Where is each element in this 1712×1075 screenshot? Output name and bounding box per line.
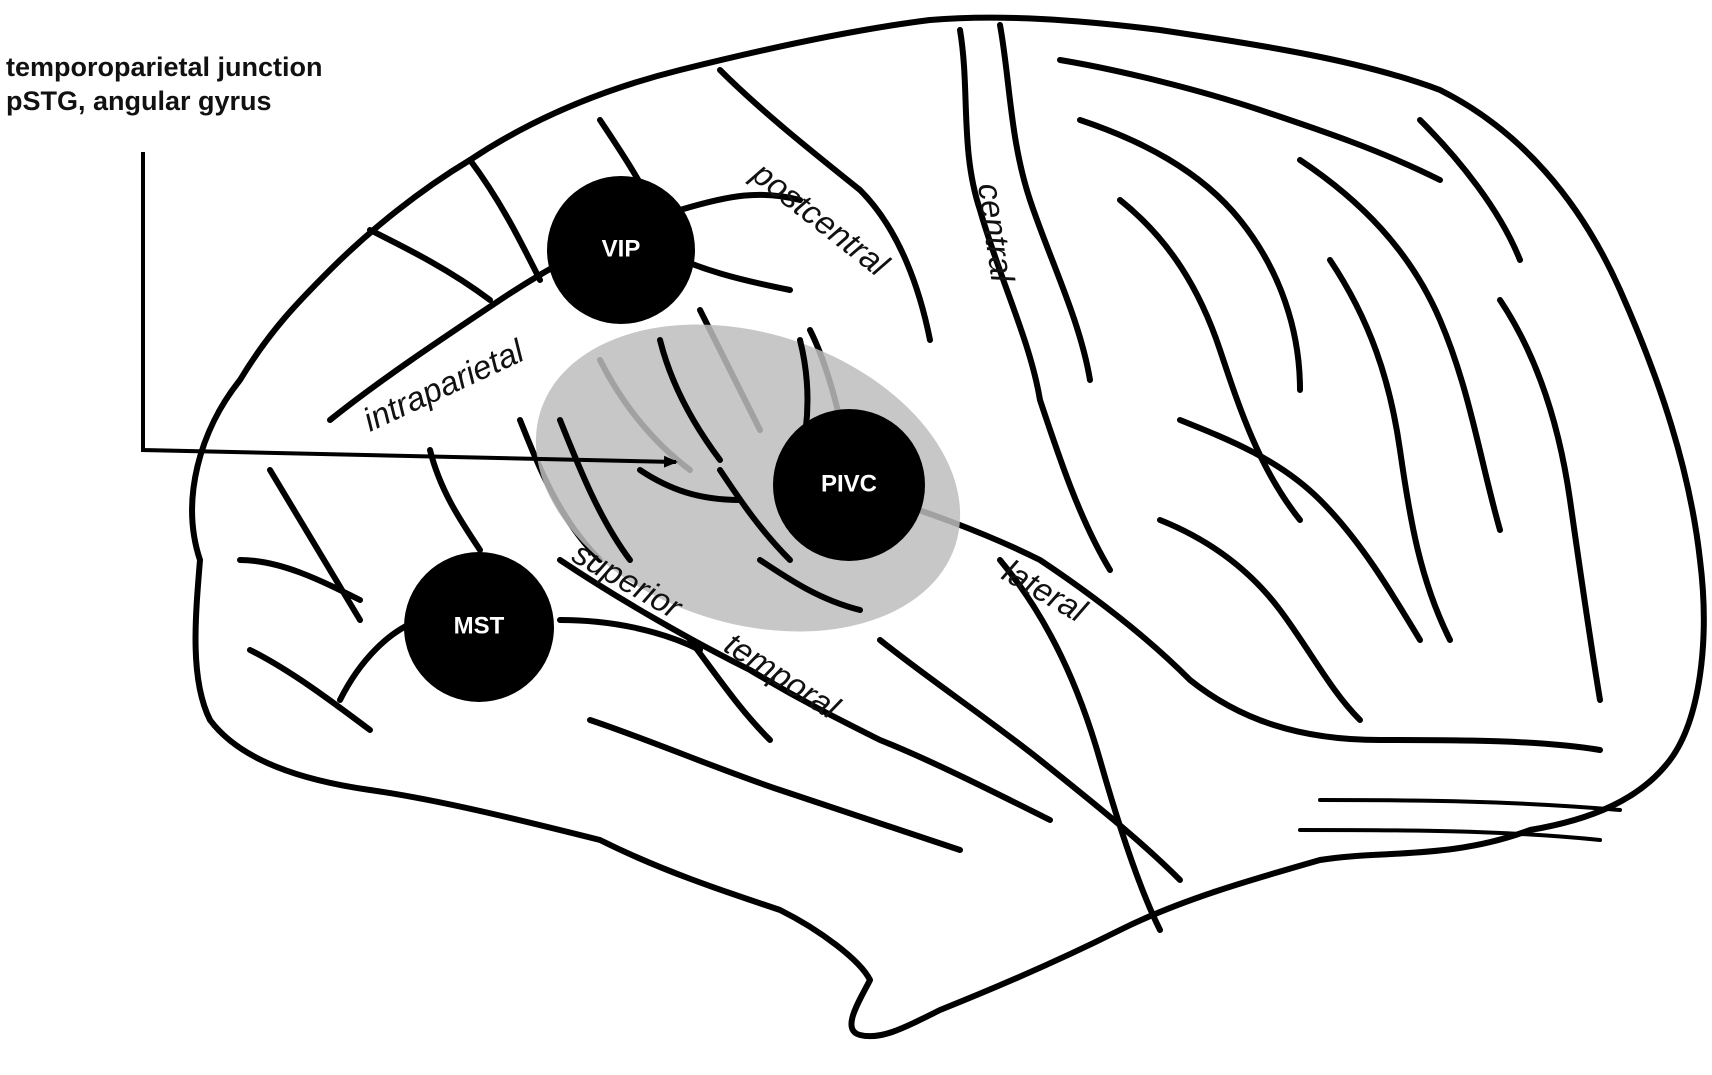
area-pivc: PIVC bbox=[773, 409, 925, 561]
area-vip: VIP bbox=[547, 176, 695, 324]
callout-label: temporoparietal junction pSTG, angular g… bbox=[6, 50, 323, 118]
intraparietal-label: intraparietal bbox=[357, 331, 530, 438]
postcentral-label: postcentral bbox=[745, 154, 897, 284]
vip-circle bbox=[547, 176, 695, 324]
callout-arrow bbox=[141, 152, 678, 468]
area-mst: MST bbox=[404, 552, 554, 702]
mst-circle bbox=[404, 552, 554, 702]
temporal-label: temporal bbox=[718, 625, 847, 727]
pivc-label: PIVC bbox=[821, 470, 877, 497]
callout-line-1: temporoparietal junction bbox=[6, 52, 323, 82]
callout-line-2: pSTG, angular gyrus bbox=[6, 86, 272, 116]
mst-label: MST bbox=[454, 612, 505, 639]
pivc-circle bbox=[773, 409, 925, 561]
central-label: central bbox=[971, 181, 1022, 286]
region-sulci bbox=[557, 337, 863, 613]
vip-label: VIP bbox=[602, 235, 641, 262]
